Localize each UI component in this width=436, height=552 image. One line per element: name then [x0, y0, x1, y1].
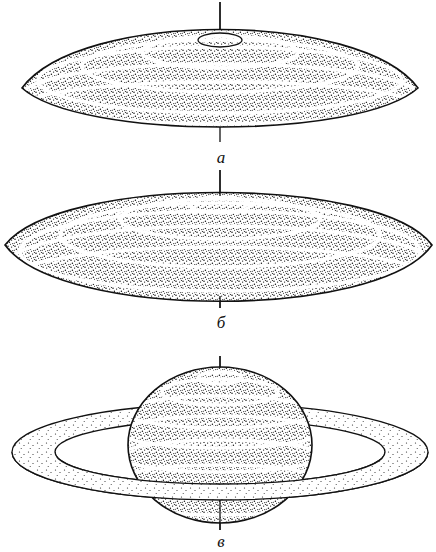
figure-letter: в [215, 533, 226, 550]
lens-body-b [5, 170, 434, 315]
ringed-body-c [12, 356, 428, 530]
figure-letter: а [215, 149, 228, 166]
figure-letter: б [215, 314, 228, 331]
lens-body-a [22, 2, 418, 142]
